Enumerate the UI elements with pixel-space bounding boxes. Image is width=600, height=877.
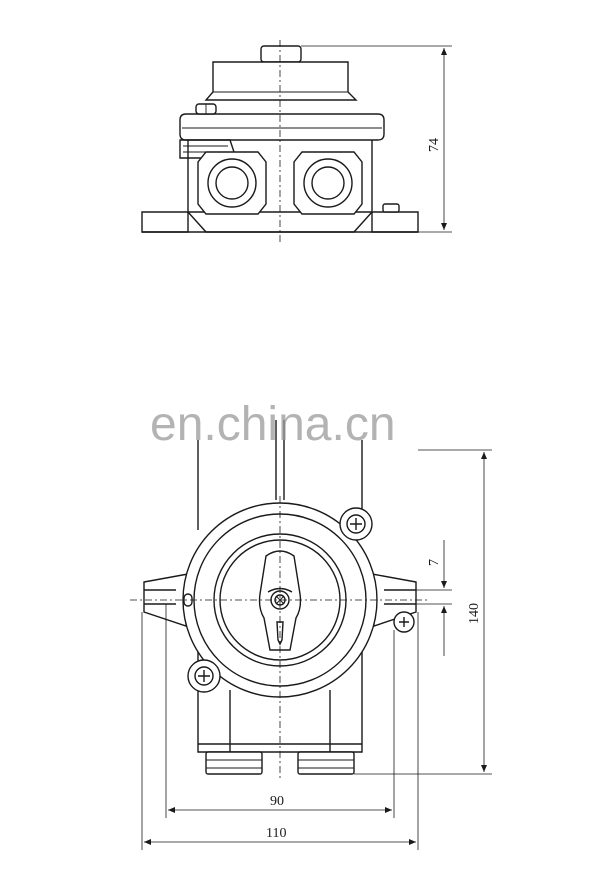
side-view [141, 40, 452, 242]
dimension-110-label: 110 [266, 826, 286, 841]
dimension-90-label: 90 [270, 794, 284, 809]
dimension-74-label: 74 [427, 138, 442, 152]
dimension-7-label: 7 [427, 559, 442, 566]
front-view [130, 420, 492, 850]
watermark: en.china.cn [150, 398, 396, 451]
dimension-140-label: 140 [467, 603, 482, 624]
